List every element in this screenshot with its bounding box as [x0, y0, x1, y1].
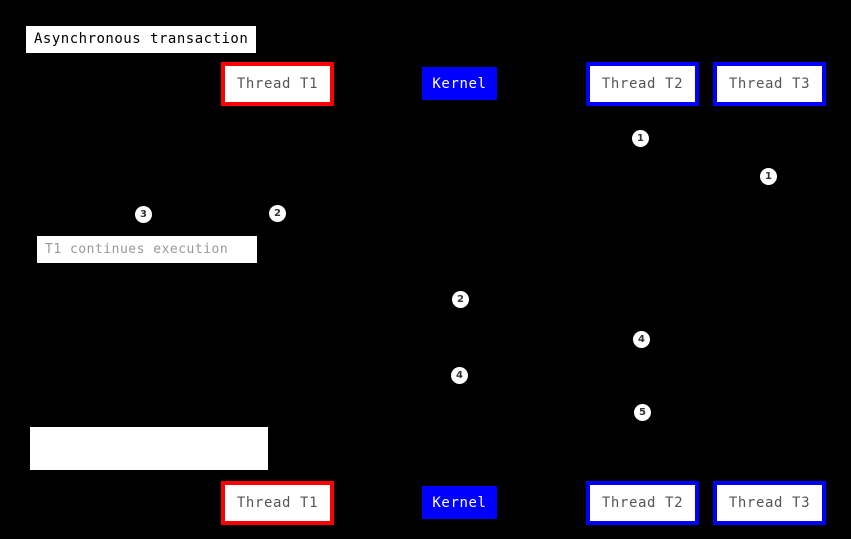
note-blank: [30, 427, 268, 470]
participant-kernel-bottom[interactable]: Kernel: [422, 486, 497, 519]
participant-t2-top-label: Thread T2: [601, 76, 684, 92]
participant-t3-bottom-label: Thread T3: [728, 495, 811, 511]
participant-kernel-bottom-label: Kernel: [432, 494, 487, 511]
badge-t1-3: 3: [135, 206, 152, 223]
lifeline-t3-tick-bottom: [768, 478, 771, 481]
participant-t2-bottom-label: Thread T2: [601, 495, 684, 511]
badge-kernel-4: 4: [451, 367, 468, 384]
lifeline-t2-tick-top: [641, 106, 644, 109]
badge-t3-1: 1: [760, 168, 777, 185]
participant-t3-bottom[interactable]: Thread T3: [713, 481, 826, 525]
participant-kernel-top-label: Kernel: [432, 75, 487, 92]
lifeline-t3-tick-top: [768, 106, 771, 109]
diagram-title: Asynchronous transaction: [26, 26, 257, 53]
lifeline-t1-tick-top: [276, 106, 279, 109]
participant-kernel-top[interactable]: Kernel: [422, 67, 497, 100]
badge-t2-1: 1: [632, 130, 649, 147]
badge-t1-2: 2: [269, 205, 286, 222]
note-t1-continues: T1 continues execution: [37, 236, 257, 263]
participant-t2-bottom[interactable]: Thread T2: [586, 481, 699, 525]
lifeline-t3: [769, 106, 770, 481]
participant-t1-bottom-label: Thread T1: [236, 495, 319, 511]
badge-kernel-2: 2: [452, 291, 469, 308]
badge-t2-5: 5: [634, 404, 651, 421]
participant-t3-top-label: Thread T3: [728, 76, 811, 92]
lifeline-kernel-tick-bottom: [458, 483, 461, 486]
lifeline-kernel-tick-top: [458, 100, 461, 103]
participant-t2-top[interactable]: Thread T2: [586, 62, 699, 106]
participant-t3-top[interactable]: Thread T3: [713, 62, 826, 106]
participant-t1-top-label: Thread T1: [236, 76, 319, 92]
lifeline-t2-tick-bottom: [641, 478, 644, 481]
participant-t1-bottom[interactable]: Thread T1: [221, 481, 334, 525]
participant-t1-top[interactable]: Thread T1: [221, 62, 334, 106]
badge-t2-4: 4: [633, 331, 650, 348]
lifeline-t2: [642, 106, 643, 481]
lifeline-t1-tick-bottom: [276, 478, 279, 481]
lifeline-t1: [277, 106, 278, 481]
note-t1-continues-label: T1 continues execution: [45, 242, 229, 257]
